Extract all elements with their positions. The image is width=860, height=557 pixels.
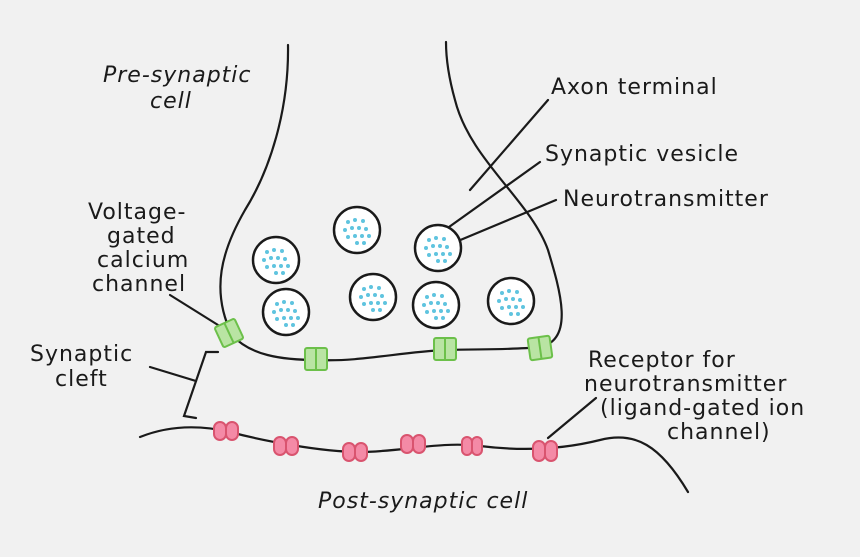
cleft-leader — [148, 365, 198, 383]
neurotransmitter-label: Neurotransmitter — [563, 187, 769, 212]
synaptic-vesicle — [332, 205, 382, 255]
postsynaptic-label: Post-synaptic cell — [318, 489, 528, 514]
ligand-gated-receptor — [213, 421, 239, 441]
ligand-gated-receptor — [400, 434, 426, 454]
cleft-label-line2: cleft — [55, 367, 108, 392]
presynaptic-label-line2: cell — [150, 89, 192, 114]
voltage-gated-calcium-channel — [214, 318, 244, 348]
ligand-gated-receptor — [342, 442, 368, 462]
voltage-gated-calcium-channel — [433, 337, 457, 361]
receptor-label-line2: neurotransmitter — [584, 372, 787, 397]
vgcc-label-line2: gated — [107, 224, 176, 249]
synaptic-vesicle-label: Synaptic vesicle — [545, 142, 739, 167]
synaptic-vesicle — [413, 223, 463, 273]
receptor-leader — [546, 396, 598, 440]
presynaptic-label-line1: Pre-synaptic — [103, 63, 252, 88]
receptor-label-line4: channel) — [667, 420, 771, 445]
vgcc-leader — [168, 293, 228, 332]
synaptic-vesicle — [348, 272, 398, 322]
synaptic-cleft-bracket — [182, 350, 220, 420]
receptor-label-line1: Receptor for — [588, 348, 736, 373]
neurotransmitter-leader — [444, 198, 558, 248]
receptor-label-line3: (ligand-gated ion — [600, 396, 805, 421]
voltage-gated-calcium-channel — [304, 347, 328, 371]
voltage-gated-calcium-channel — [526, 334, 554, 362]
ligand-gated-receptor — [273, 436, 299, 456]
vgcc-label-line1: Voltage- — [88, 200, 186, 225]
synaptic-vesicle-leader — [440, 160, 542, 234]
vgcc-label-line3: calcium — [97, 248, 189, 273]
synaptic-vesicle — [486, 276, 536, 326]
synaptic-vesicle — [261, 287, 311, 337]
vgcc-label-line4: channel — [92, 272, 186, 297]
ligand-gated-receptor — [532, 440, 558, 462]
ligand-gated-receptor — [461, 436, 483, 456]
synaptic-vesicle — [251, 235, 301, 285]
axon-terminal-leader — [468, 98, 550, 192]
cleft-label-line1: Synaptic — [30, 342, 133, 367]
axon-terminal-label: Axon terminal — [551, 75, 718, 100]
synaptic-vesicle — [411, 280, 461, 330]
